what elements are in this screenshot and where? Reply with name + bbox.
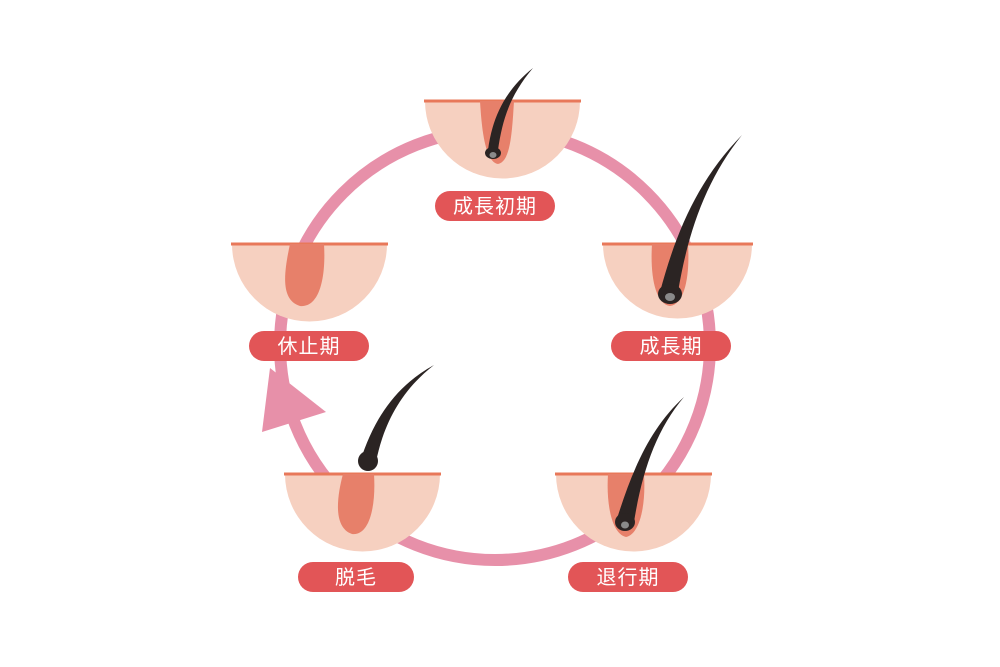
stage-label-early-anagen: 成長初期 (435, 191, 555, 221)
stage-label-shedding: 脱毛 (298, 562, 414, 592)
stage-label-anagen: 成長期 (611, 331, 731, 361)
stage-label-telogen: 休止期 (249, 331, 369, 361)
stage-label-catagen: 退行期 (568, 562, 688, 592)
hair-strand (660, 135, 742, 292)
hair-strand (360, 365, 434, 462)
stage-catagen-illustration (555, 397, 712, 552)
hair-bulb (358, 451, 378, 471)
follicle (337, 474, 375, 535)
stage-early-anagen-illustration (424, 68, 581, 179)
cycle-direction-arrow-icon (262, 368, 326, 432)
hair-strand (616, 397, 684, 522)
stage-telogen-illustration (231, 242, 388, 322)
stage-anagen-illustration (602, 135, 753, 319)
stage-shedding-illustration (284, 365, 441, 552)
follicle (285, 244, 325, 307)
hair-strand (488, 68, 533, 150)
